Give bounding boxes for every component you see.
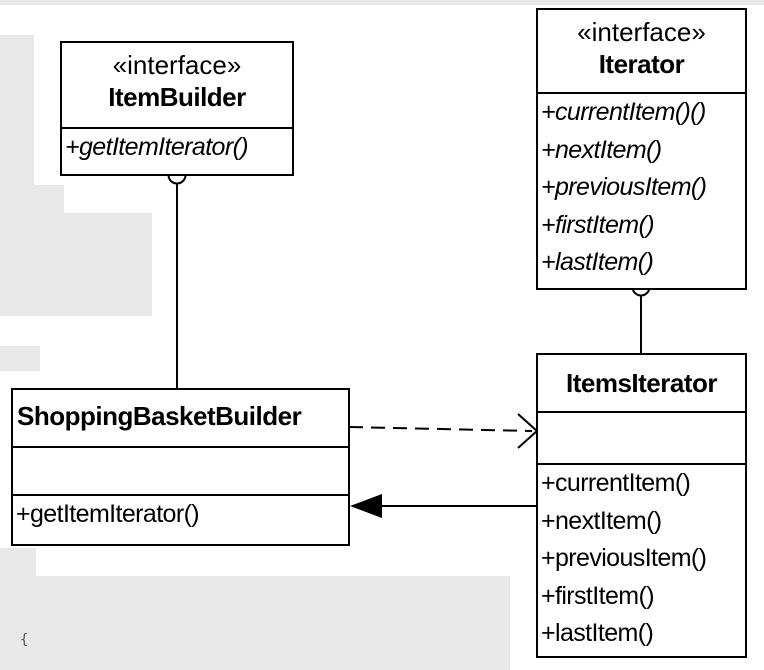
class-iterator[interactable]: «interface» Iterator +currentItem()() +n… xyxy=(536,8,747,290)
stray-brace-text: { xyxy=(20,632,29,648)
shoppingbasketbuilder-name: ShoppingBasketBuilder xyxy=(17,401,302,431)
operation: +firstItem() xyxy=(541,210,655,239)
background-block xyxy=(0,346,40,371)
itembuilder-operations: +getItemIterator() xyxy=(62,129,292,167)
operation: +getItemIterator() xyxy=(16,500,200,528)
itemsiterator-header: ItemsIterator xyxy=(538,355,745,413)
background-block xyxy=(0,548,36,576)
background-block xyxy=(0,185,64,213)
iterator-stereotype: «interface» xyxy=(577,17,706,47)
iterator-name: Iterator xyxy=(598,49,685,79)
shoppingbasketbuilder-header: ShoppingBasketBuilder xyxy=(13,390,348,448)
operation: +previousItem() xyxy=(541,544,707,572)
operation: +nextItem() xyxy=(541,506,662,535)
class-itembuilder[interactable]: «interface» ItemBuilder +getItemIterator… xyxy=(60,41,294,176)
background-block xyxy=(0,576,510,670)
iterator-header: «interface» Iterator xyxy=(538,10,745,94)
shoppingbasketbuilder-operations: +getItemIterator() xyxy=(13,496,348,534)
itembuilder-header: «interface» ItemBuilder xyxy=(62,43,292,129)
dependency-line xyxy=(348,426,533,432)
operation: +lastItem() xyxy=(541,619,654,647)
association-arrowhead xyxy=(350,494,382,518)
itemsiterator-attributes xyxy=(538,413,745,465)
operation: +currentItem() xyxy=(541,469,691,497)
itembuilder-name: ItemBuilder xyxy=(108,82,246,112)
itemsiterator-name: ItemsIterator xyxy=(566,368,718,398)
operation: +lastItem() xyxy=(541,248,654,276)
operation: +previousItem() xyxy=(541,173,707,201)
background-bar-top xyxy=(0,0,764,5)
shoppingbasketbuilder-attributes xyxy=(13,448,348,496)
background-block xyxy=(0,213,152,316)
operation: +firstItem() xyxy=(541,581,655,610)
itembuilder-stereotype: «interface» xyxy=(112,50,242,80)
operation: +getItemIterator() xyxy=(65,133,249,161)
iterator-operations: +currentItem()() +nextItem() +previousIt… xyxy=(538,94,745,282)
class-shoppingbasketbuilder[interactable]: ShoppingBasketBuilder +getItemIterator() xyxy=(11,388,350,546)
itemsiterator-operations: +currentItem() +nextItem() +previousItem… xyxy=(538,465,745,653)
operation: +currentItem()() xyxy=(541,98,706,126)
class-itemsiterator[interactable]: ItemsIterator +currentItem() +nextItem()… xyxy=(536,353,747,658)
background-block xyxy=(0,35,34,185)
operation: +nextItem() xyxy=(541,135,662,164)
